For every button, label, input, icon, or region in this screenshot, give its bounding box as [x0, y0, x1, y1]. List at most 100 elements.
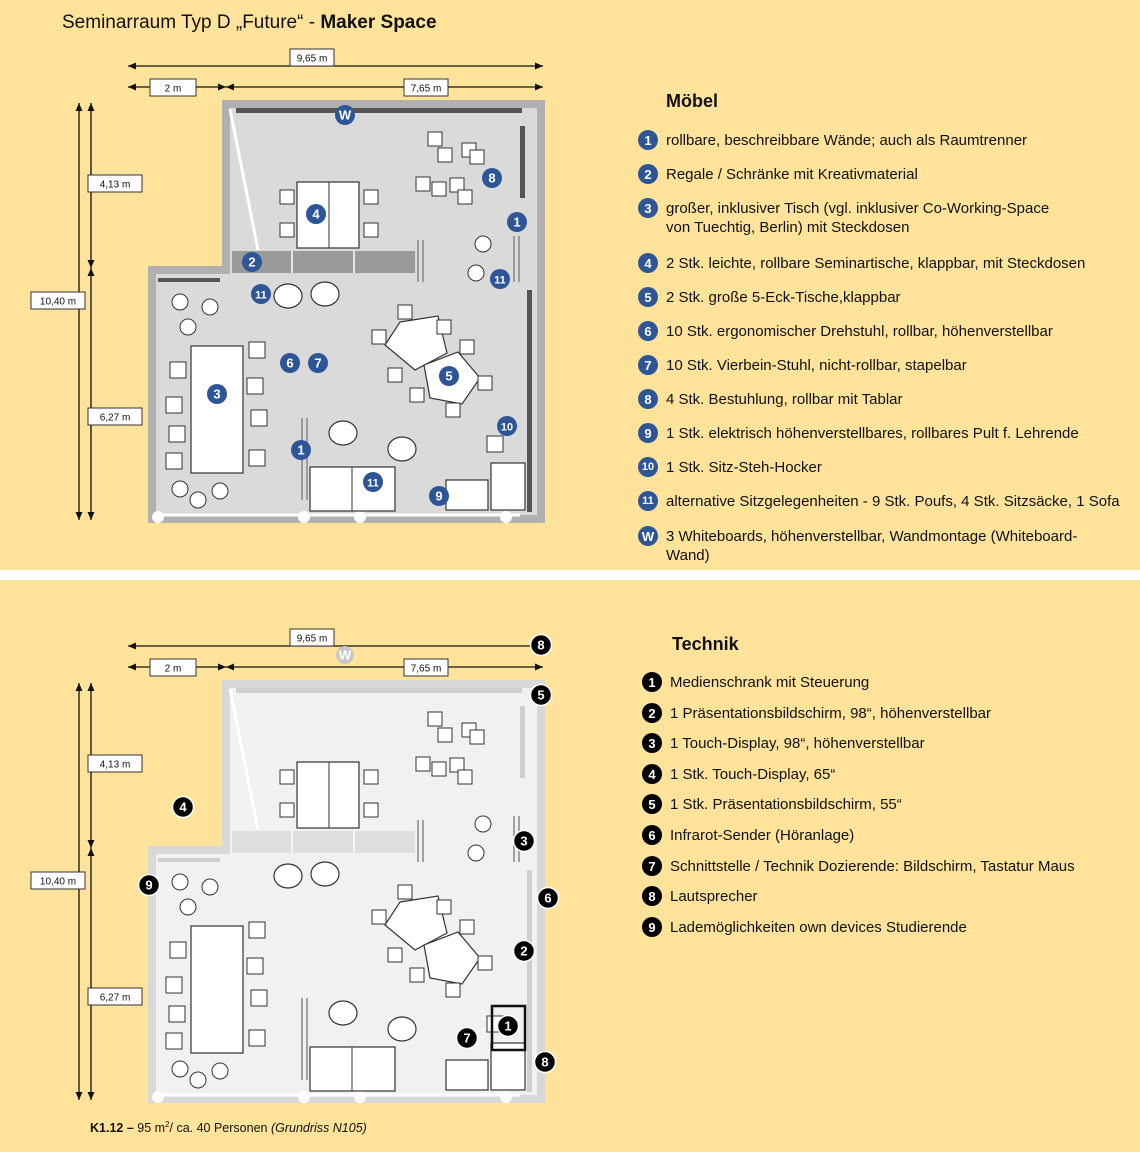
whiteboard-wall-top	[236, 688, 522, 693]
dimension-right-width-label-box	[403, 658, 449, 677]
tablet-chair	[457, 189, 473, 205]
pentagon-table	[423, 931, 481, 985]
lectern	[445, 1059, 489, 1091]
pentagon-chair	[409, 387, 425, 403]
media-cabinet-highlight	[490, 1004, 527, 1052]
moebel-number-badge: 5	[638, 287, 658, 307]
pentagon-chair	[477, 375, 493, 391]
pouf	[211, 1062, 229, 1080]
media-cabinet	[490, 462, 526, 511]
seminar-chair	[279, 189, 295, 205]
tablet-chair	[437, 147, 453, 163]
dimension-width-total-arrow	[128, 642, 136, 650]
moebel-number-badge: 11	[638, 491, 658, 511]
technik-number-badge: 8	[642, 886, 662, 906]
marker-11c-text: 11	[367, 478, 379, 490]
technik-number-badge: 4	[642, 764, 662, 784]
marker-w-text: W	[339, 108, 352, 123]
technik-marker-2-text: 2	[520, 944, 527, 959]
marker-11-text: 11	[494, 275, 506, 287]
technik-item-label: 1 Stk. Touch-Display, 65“	[670, 766, 836, 783]
marker-6	[280, 353, 300, 373]
beanbag	[328, 420, 358, 446]
sit-stand-stool	[486, 435, 504, 453]
technik-item-label: 1 Touch-Display, 98“, höhenverstellbar	[670, 735, 925, 752]
tablet-chair	[427, 711, 443, 727]
beanbag	[273, 863, 303, 889]
technik-heading: Technik	[672, 634, 739, 654]
technik-number-badge: 3	[642, 733, 662, 753]
technik-marker-4-text: 4	[179, 800, 187, 815]
moebel-number-badge: 3	[638, 198, 658, 218]
dimension-height-lower-arrow	[87, 848, 95, 856]
window-post	[152, 1091, 164, 1103]
technik-item-label: Lautsprecher	[670, 888, 758, 905]
door-swing	[228, 108, 260, 251]
moebel-item-label: 10 Stk. ergonomischer Drehstuhl, rollbar…	[666, 323, 1053, 340]
technik-item-label: Schnittstelle / Technik Dozierende: Bild…	[670, 858, 1075, 875]
technik-number-badge: 9	[642, 917, 662, 937]
pouf	[171, 293, 189, 311]
technik-marker-6	[536, 886, 560, 910]
footer-note: K1.12 – 95 m2/ ca. 40 Personen (Grundris…	[90, 1120, 367, 1135]
pouf	[474, 815, 492, 833]
technik-marker-8-text: 8	[541, 1055, 548, 1070]
technik-marker-1-text: 1	[504, 1019, 511, 1034]
big-table	[190, 345, 244, 474]
pouf	[171, 873, 189, 891]
big-table-chair	[248, 921, 266, 939]
dimension-right-width-label: 7,65 m	[411, 84, 442, 95]
pouf	[179, 898, 197, 916]
dimension-width-left-arrow	[128, 83, 136, 91]
tablet-chair	[431, 761, 447, 777]
dimension-width-right-arrow	[535, 83, 543, 91]
tablet-chair	[449, 757, 465, 773]
dimension-width-left-arrow	[128, 663, 136, 671]
dimension-upper-height-label: 4,13 m	[100, 760, 131, 771]
technik-marker-9-text: 9	[145, 878, 152, 893]
seminar-chair	[279, 802, 295, 818]
dimension-lower-height-label-box	[87, 407, 143, 426]
shelf-row	[232, 831, 415, 853]
marker-3-text: 3	[213, 387, 220, 402]
big-table-chair	[246, 957, 264, 975]
dimension-right-width-label-box	[403, 78, 449, 97]
moebel-number-badge: 10	[638, 457, 658, 477]
big-table-chair	[248, 449, 266, 467]
dimension-upper-height-label: 4,13 m	[100, 180, 131, 191]
beanbag	[387, 1016, 417, 1042]
dimension-total-width-label-box	[289, 48, 335, 67]
moebel-item-label: 1 Stk. elektrisch höhenverstellbares, ro…	[666, 425, 1079, 442]
technik-number-badge: 1	[642, 672, 662, 692]
pouf	[201, 878, 219, 896]
technik-marker-5-text: 5	[537, 688, 544, 703]
pentagon-chair	[436, 899, 452, 915]
pentagon-chair	[387, 947, 403, 963]
dimension-height-total-arrow	[75, 683, 83, 691]
technik-marker-1	[496, 1014, 520, 1038]
big-table-chair	[248, 1029, 266, 1047]
pentagon-chair	[397, 304, 413, 320]
page-title: Seminarraum Typ D „Future“ - Maker Space	[62, 12, 437, 34]
seminar-chair	[363, 769, 379, 785]
dimension-height-upper-arrow	[87, 683, 95, 691]
big-table-chair	[165, 1032, 183, 1050]
marker-6-text: 6	[286, 356, 293, 371]
seminar-table	[296, 761, 360, 829]
pouf	[201, 298, 219, 316]
technik-number-badge: 5	[642, 794, 662, 814]
seminar-chair	[363, 802, 379, 818]
dimension-total-height-label: 10,40 m	[40, 297, 76, 308]
marker-1	[507, 212, 527, 232]
footer-code: K1.12 –	[90, 1121, 134, 1136]
whiteboard-wall-right-lower	[527, 290, 532, 512]
tablet-chair	[415, 756, 431, 772]
dimension-width-total-arrow	[535, 62, 543, 70]
